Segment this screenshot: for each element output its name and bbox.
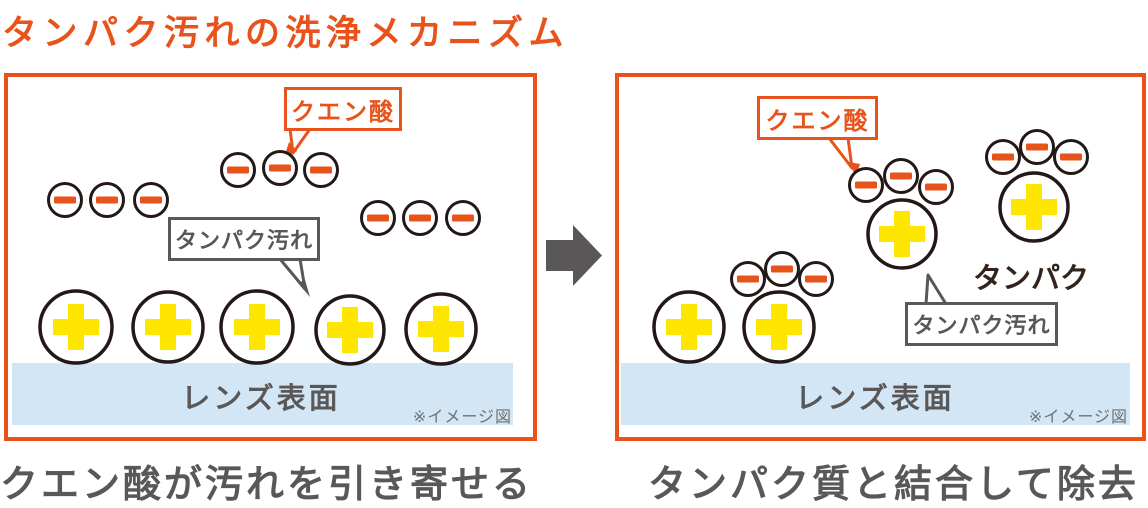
bonded-cluster <box>985 129 1089 243</box>
minus-ion <box>89 182 125 218</box>
citric-label-tail-icon <box>827 136 860 176</box>
minus-ion <box>985 139 1021 175</box>
minus-ion <box>360 200 396 236</box>
lens-surface-label: レンズ表面 <box>795 381 954 415</box>
caption-after: タンパク質と結合して除去 <box>648 462 1139 506</box>
bonded-cluster <box>848 158 954 270</box>
citric-acid-label-text: クエン酸 <box>765 106 870 135</box>
plus-particle <box>314 294 386 366</box>
citric-acid-label-text: クエン酸 <box>291 97 395 126</box>
diagram-title: タンパク汚れの洗浄メカニズム <box>2 14 570 54</box>
minus-ion <box>1019 129 1055 165</box>
image-note: ※イメージ図 <box>1029 407 1128 426</box>
lens-surface-band <box>621 363 1130 425</box>
protein-dirt-label: タンパク汚れ <box>168 217 320 261</box>
bonded-cluster <box>730 251 834 364</box>
minus-ion <box>303 152 339 188</box>
dirt-label-tail-icon <box>278 257 310 297</box>
minus-ion-groups <box>47 150 481 236</box>
plus-particle <box>652 290 726 364</box>
minus-ion <box>133 182 169 218</box>
citric-acid-label: クエン酸 <box>284 87 402 131</box>
minus-ion <box>764 251 800 287</box>
protein-dirt-label-text: タンパク汚れ <box>912 314 1051 339</box>
minus-ion <box>730 261 766 297</box>
minus-ion <box>883 158 919 194</box>
plus-particle <box>742 290 816 364</box>
right-arrow-icon <box>546 225 602 286</box>
minus-ion <box>445 200 481 236</box>
minus-ion <box>47 182 83 218</box>
panel-after-cleaning: レンズ表面 ※イメージ図 <box>615 73 1146 441</box>
plus-particle <box>219 289 295 365</box>
plus-particle <box>38 289 114 365</box>
plus-particle <box>866 198 938 270</box>
minus-ion <box>1053 139 1089 175</box>
minus-ion <box>918 169 954 205</box>
plus-particle <box>131 290 205 364</box>
minus-ion <box>798 261 834 297</box>
plus-particle <box>998 171 1070 243</box>
minus-ion <box>402 200 438 236</box>
minus-ion <box>848 167 884 203</box>
lens-surface-band <box>12 363 513 425</box>
before-scene-graphic: レンズ表面 ※イメージ図 <box>12 127 513 426</box>
minus-ion <box>262 150 298 186</box>
cleaning-mechanism-diagram: タンパク汚れの洗浄メカニズム レンズ表面 ※イメージ図 <box>0 14 1146 506</box>
citric-acid-label: クエン酸 <box>757 96 878 140</box>
after-scene-graphic: レンズ表面 ※イメージ図 <box>621 129 1130 426</box>
protein-dirt-label-text: タンパク汚れ <box>174 229 313 254</box>
plus-particle <box>404 292 478 366</box>
protein-dirt-label: タンパク汚れ <box>905 302 1058 346</box>
panel-before-cleaning: レンズ表面 ※イメージ図 <box>4 73 537 441</box>
protein-float-text: タンパク <box>973 261 1090 295</box>
minus-ion <box>220 152 256 188</box>
caption-before: クエン酸が汚れを引き寄せる <box>0 462 534 506</box>
plus-particle-row <box>38 289 478 366</box>
image-note: ※イメージ図 <box>413 407 512 426</box>
lens-surface-label: レンズ表面 <box>181 381 340 415</box>
dirt-label-tail-icon <box>924 273 948 306</box>
